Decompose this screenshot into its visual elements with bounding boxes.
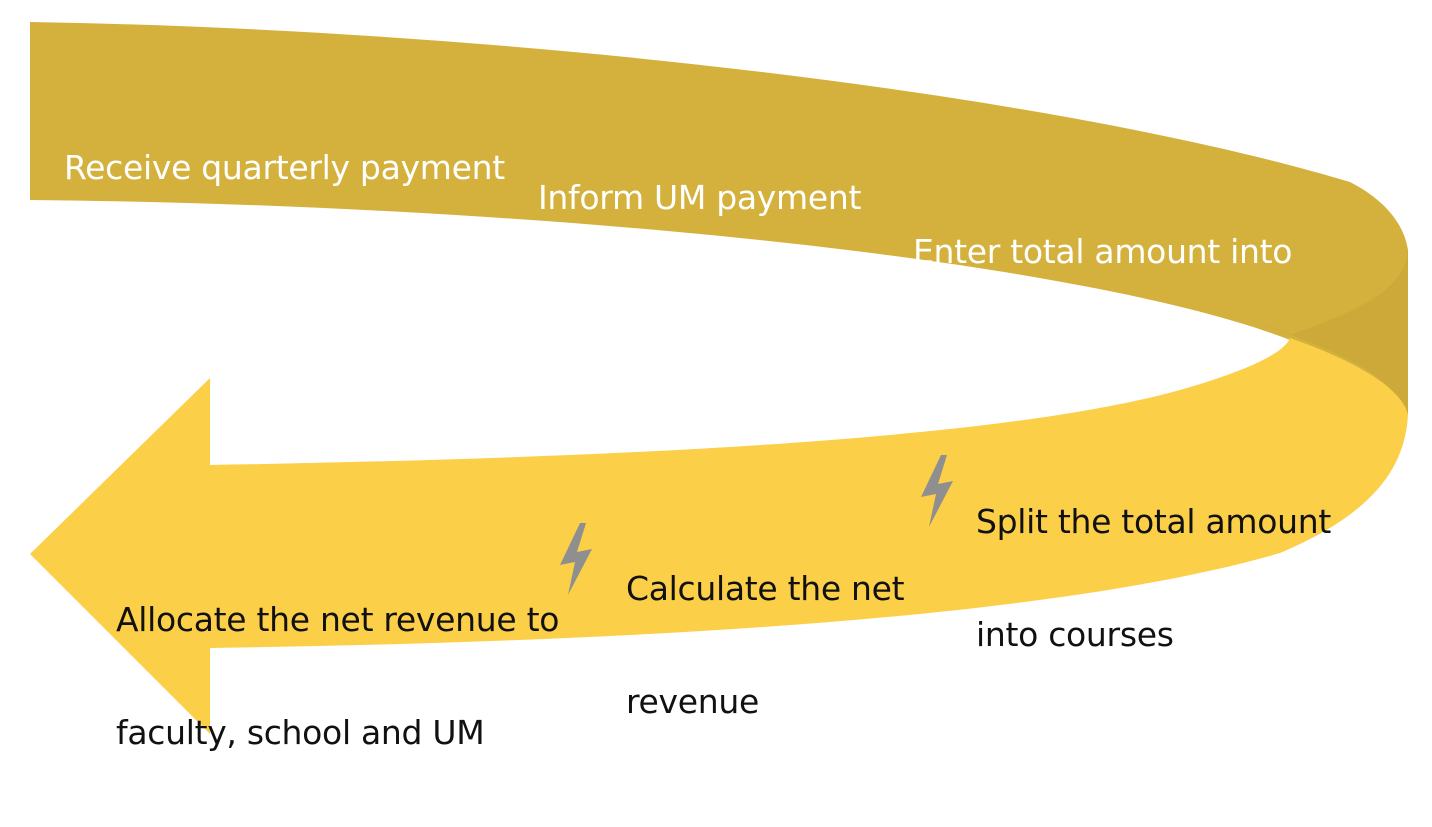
step-enter-total: Enter total amount into the spreadsheet	[913, 158, 1292, 459]
step-line: Inform UM payment	[538, 178, 862, 218]
step-line: into courses	[976, 615, 1174, 655]
cycle-arrow-graphic	[30, 22, 1408, 734]
step-split-total: Split the total amount into courses	[976, 428, 1331, 729]
top-band-fold-shadow	[1250, 250, 1408, 415]
cycle-diagram: Receive quarterly payment from MOOC vend…	[30, 22, 1408, 751]
lightning-bolt-icon	[560, 523, 592, 595]
step-line: the spreadsheet	[913, 345, 1178, 385]
step-calculate-net: Calculate the net revenue	[626, 495, 905, 796]
step-line: center	[538, 291, 643, 331]
step-line: from MOOC vendors	[64, 261, 393, 301]
bottom-band-arrow	[30, 338, 1408, 734]
step-line: Enter total amount into	[913, 232, 1293, 272]
step-line: Allocate the net revenue to	[116, 600, 560, 640]
step-receive-payment: Receive quarterly payment from MOOC vend…	[64, 74, 505, 375]
step-inform-payment-center: Inform UM payment center	[538, 104, 861, 405]
step-line: faculty, school and UM	[116, 713, 485, 753]
step-line: Receive quarterly payment	[64, 148, 505, 188]
step-line: Calculate the net	[626, 569, 905, 609]
step-allocate-revenue: Allocate the net revenue to faculty, sch…	[116, 526, 559, 827]
top-band	[30, 22, 1408, 415]
lightning-bolt-icon	[921, 455, 953, 527]
step-line: Split the total amount	[976, 502, 1331, 542]
step-line: revenue	[626, 682, 760, 722]
